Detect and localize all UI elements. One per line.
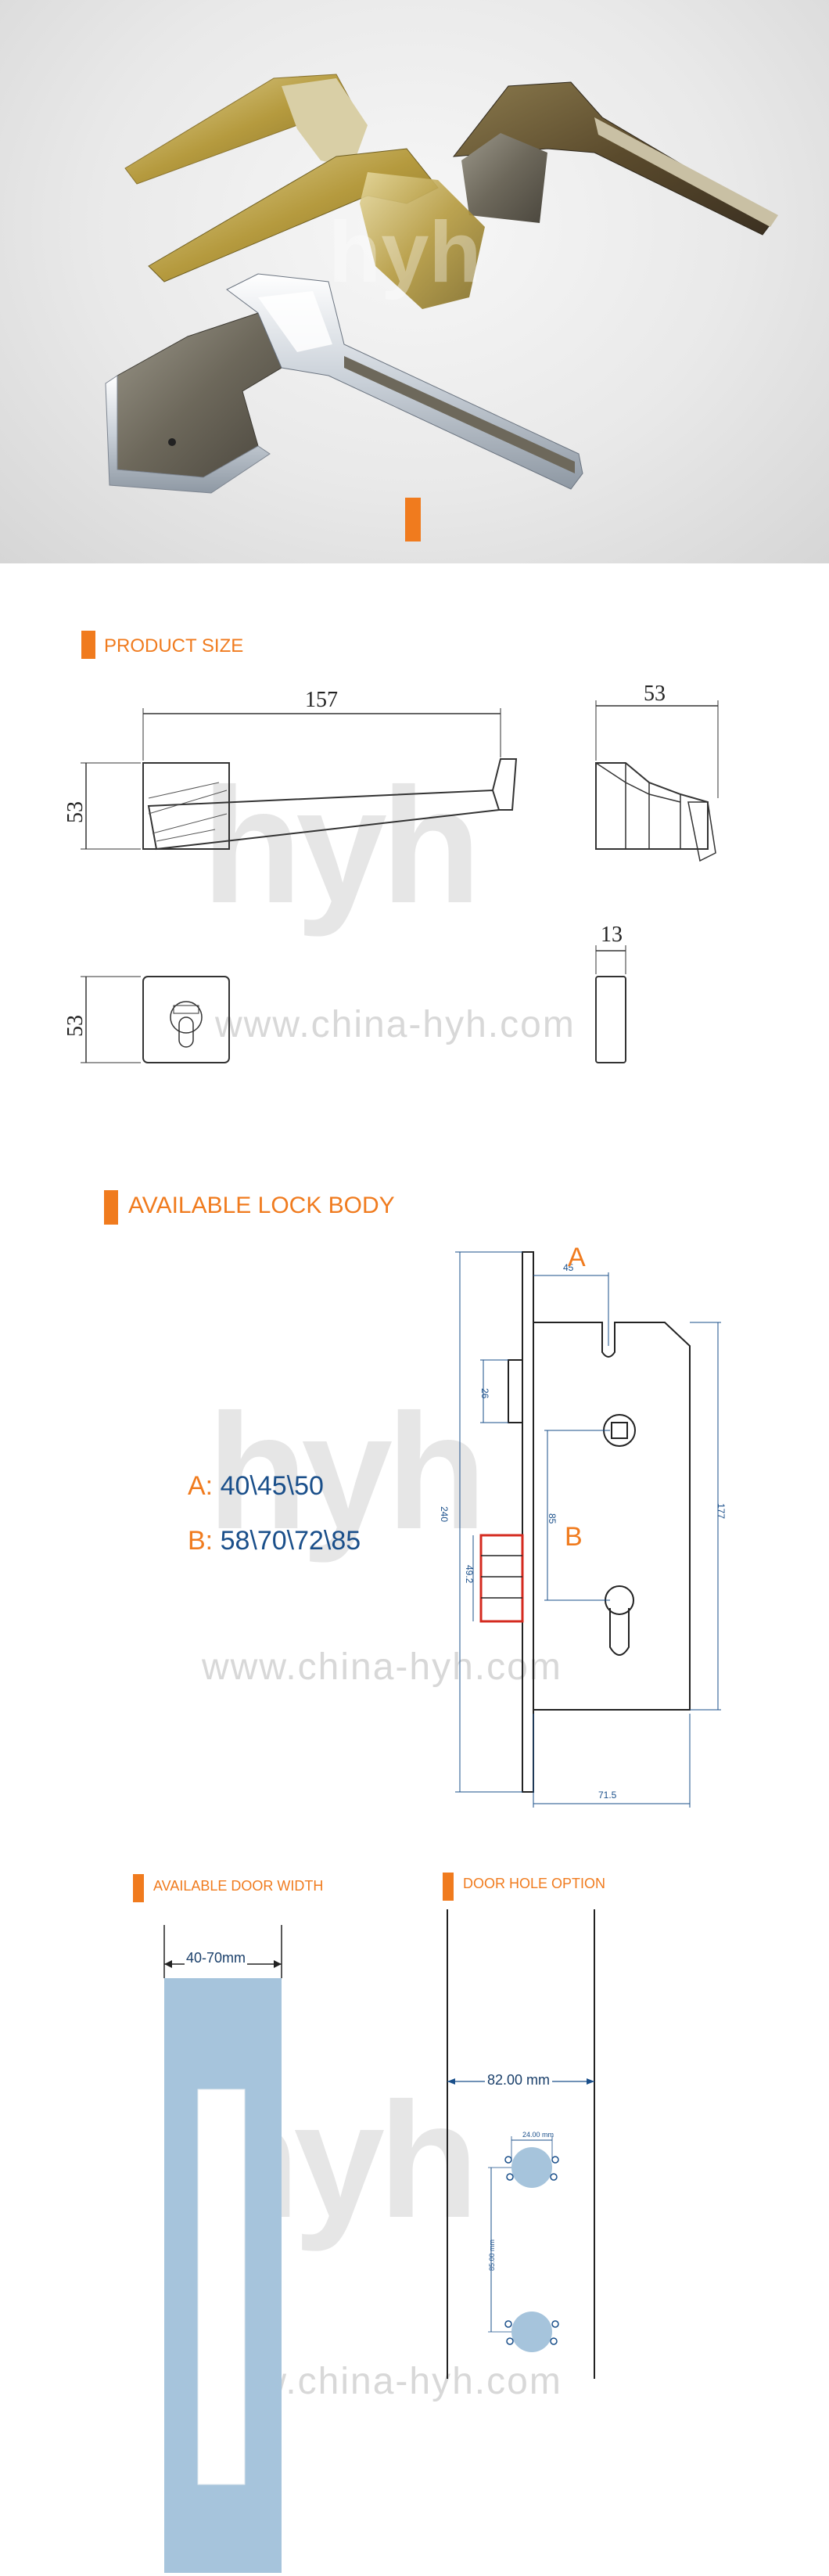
door-width-title: AVAILABLE DOOR WIDTH: [153, 1878, 324, 1894]
hole-diameter: 24.00 mm: [522, 2131, 554, 2139]
lock-body-title: AVAILABLE LOCK BODY: [128, 1193, 395, 1218]
dim-177: 177: [716, 1503, 727, 1519]
dim-85: 85: [547, 1513, 558, 1524]
diagram-label-a: A: [568, 1244, 586, 1272]
product-size-title: PRODUCT SIZE: [104, 635, 244, 657]
lock-body-drawing: 45 26 240 49.2 85 177 71.5 A B: [439, 1244, 727, 1808]
lever-handles-illustration: hyh: [105, 74, 778, 541]
hole-spacing: 85.00 mm: [488, 2240, 496, 2271]
section-marker-product-size: [81, 631, 95, 659]
upper-hole: [511, 2147, 552, 2188]
door-width-drawing: [163, 1925, 282, 2573]
door-hole-drawing: 24.00 mm 85.00 mm: [447, 1909, 595, 2379]
dim-length: 157: [305, 688, 338, 712]
lock-a-text: 40\45\50: [220, 1471, 324, 1501]
dim-240: 240: [439, 1506, 450, 1522]
watermark-logo-1: hyh: [202, 754, 481, 937]
door-hole-width: 82.00 mm: [485, 2072, 553, 2089]
watermark-url-2: www.china-hyh.com: [202, 1646, 562, 1688]
door-width-range: 40-70mm: [185, 1950, 248, 1966]
dim-26: 26: [479, 1388, 490, 1399]
lever-side: [595, 762, 709, 850]
lock-mortise: [197, 2089, 246, 2485]
dim-escutcheon-depth: 13: [601, 923, 623, 947]
lock-case: [533, 1322, 691, 1711]
dim-escutcheon-height: 53: [63, 1015, 88, 1037]
lock-b-text: 58\70\72\85: [220, 1526, 361, 1556]
lower-hole: [511, 2312, 552, 2352]
escutcheon-front: [142, 976, 230, 1063]
lock-a-values: A: 40\45\50: [188, 1471, 324, 1502]
svg-text:hyh: hyh: [328, 204, 482, 300]
section-marker-door-hole: [443, 1873, 454, 1901]
section-marker-lock-body: [104, 1190, 118, 1225]
dim-depth: 53: [644, 682, 666, 706]
deadbolt: [479, 1534, 524, 1623]
lock-b-values: B: 58\70\72\85: [188, 1526, 361, 1556]
dim-49: 49.2: [464, 1565, 475, 1584]
section-marker-door-width: [133, 1874, 144, 1902]
lock-b-key: B:: [188, 1526, 214, 1556]
escutcheon-side: [595, 976, 626, 1063]
dim-rose-height: 53: [63, 801, 88, 823]
product-size-drawing: 157 53 53 53 13: [63, 682, 719, 1063]
diagram-label-b: B: [565, 1522, 583, 1552]
rose-front: [142, 762, 230, 850]
lever-front: [147, 789, 501, 851]
door-hole-title: DOOR HOLE OPTION: [463, 1876, 606, 1891]
lock-a-key: A:: [188, 1471, 214, 1501]
dim-45: 45: [563, 1262, 574, 1273]
product-photo: hyh: [0, 0, 829, 563]
dim-71: 71.5: [598, 1790, 617, 1801]
faceplate: [522, 1251, 534, 1793]
watermark-url-1: www.china-hyh.com: [215, 1004, 576, 1045]
watermark-logo-2: hyh: [207, 1380, 486, 1563]
